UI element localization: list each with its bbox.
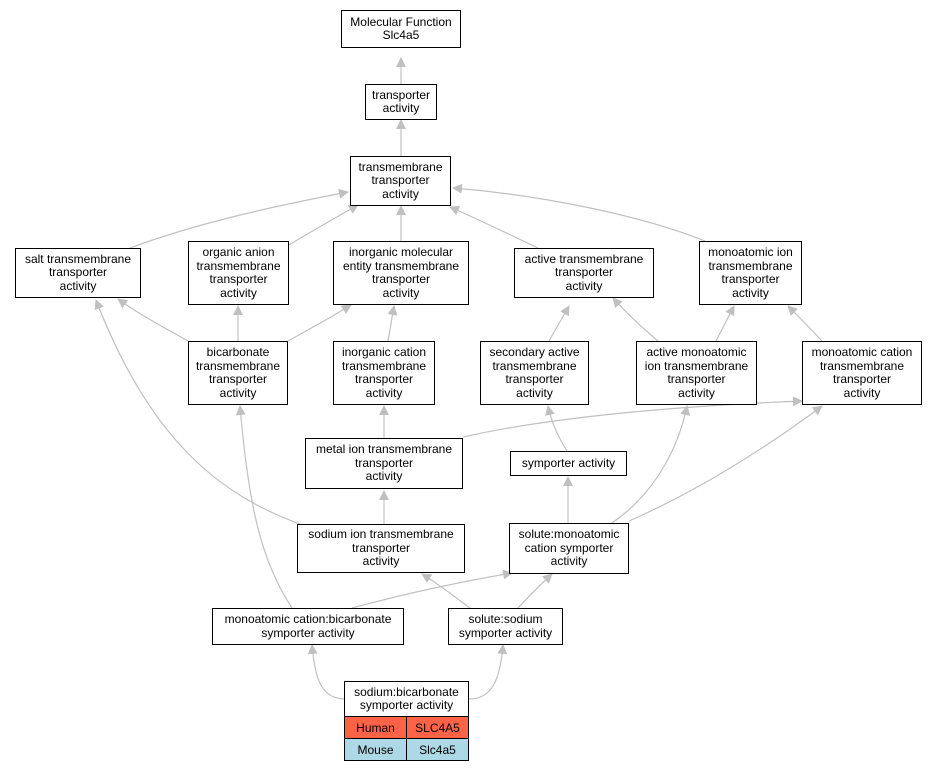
leaf-title: sodium:bicarbonate symporter activity — [345, 682, 468, 717]
edge-ic-ime — [387, 305, 398, 342]
node-transporter-activity[interactable]: transporter activity — [365, 84, 437, 120]
edge-mcb-bic — [235, 405, 293, 609]
edge-leaf-mcb — [307, 644, 346, 700]
node-monoatomic-cation-transmembrane-transporter-activity[interactable]: monoatomic cation transmembrane transpor… — [802, 341, 922, 405]
edge-sod-salt — [94, 299, 301, 525]
edge-oa-tmta — [283, 204, 359, 249]
edge-smc-ami — [611, 405, 691, 524]
node-bicarbonate-transmembrane-transporter-activity[interactable]: bicarbonate transmembrane transporter ac… — [188, 341, 288, 405]
edge-ami-mi — [715, 305, 735, 342]
edge-sym-sec — [544, 405, 568, 452]
gene-label[interactable]: SLC4A5 — [406, 717, 468, 738]
edge-smc-mc — [628, 405, 823, 522]
edge-leaf-ss — [468, 644, 508, 700]
node-molecular-function[interactable]: Molecular Function Slc4a5 — [341, 10, 461, 48]
leaf-row-mouse: Mouse Slc4a5 — [345, 738, 468, 760]
node-inorganic-cation-transmembrane-transporter-activity[interactable]: inorganic cation transmembrane transport… — [333, 341, 435, 405]
node-secondary-active-transmembrane-transporter-activity[interactable]: secondary active transmembrane transport… — [480, 341, 589, 405]
edge-act-tmta — [449, 206, 539, 249]
species-label: Human — [356, 720, 395, 735]
node-active-transmembrane-transporter-activity[interactable]: active transmembrane transporter activit… — [514, 248, 654, 298]
species-label: Mouse — [357, 742, 394, 757]
node-salt-transmembrane-transporter-activity[interactable]: salt transmembrane transporter activity — [15, 248, 141, 298]
edge-mcb-smc — [351, 569, 513, 609]
edge-sec-act — [548, 305, 570, 342]
edge-mc-mi — [787, 305, 823, 342]
edge-salt-tmta — [129, 188, 349, 249]
node-sodium-bicarbonate-symporter-activity[interactable]: sodium:bicarbonate symporter activity Hu… — [344, 681, 469, 761]
node-inorganic-molecular-entity-transmembrane-transporter-activity[interactable]: inorganic molecular entity transmembrane… — [333, 241, 469, 305]
node-symporter-activity[interactable]: symporter activity — [510, 451, 627, 476]
node-transmembrane-transporter-activity[interactable]: transmembrane transporter activity — [350, 156, 451, 206]
node-sodium-ion-transmembrane-transporter-activity[interactable]: sodium ion transmembrane transporter act… — [297, 524, 465, 573]
edge-metal-mc — [462, 396, 803, 438]
edge-bic-ime — [287, 304, 352, 342]
node-active-monoatomic-ion-transmembrane-transporter-activity[interactable]: active monoatomic ion transmembrane tran… — [636, 341, 757, 405]
node-solute-sodium-symporter-activity[interactable]: solute:sodium symporter activity — [448, 608, 563, 645]
gene-label[interactable]: Slc4a5 — [406, 739, 468, 760]
node-monoatomic-ion-transmembrane-transporter-activity[interactable]: monoatomic ion transmembrane transporter… — [699, 241, 802, 305]
node-metal-ion-transmembrane-transporter-activity[interactable]: metal ion transmembrane transporter acti… — [305, 438, 463, 489]
leaf-row-human: Human SLC4A5 — [345, 717, 468, 738]
edge-mi-tmta — [452, 183, 706, 242]
edge-ami-act — [612, 297, 659, 342]
node-monoatomic-cation-bicarbonate-symporter-activity[interactable]: monoatomic cation:bicarbonate symporter … — [212, 608, 404, 645]
node-solute-monoatomic-cation-symporter-activity[interactable]: solute:monoatomic cation symporter activ… — [509, 523, 629, 574]
edge-ss-sod — [421, 573, 471, 609]
node-organic-anion-transmembrane-transporter-activity[interactable]: organic anion transmembrane transporter … — [188, 241, 289, 305]
edge-ss-smc — [517, 573, 553, 609]
edge-bic-salt — [117, 298, 189, 342]
